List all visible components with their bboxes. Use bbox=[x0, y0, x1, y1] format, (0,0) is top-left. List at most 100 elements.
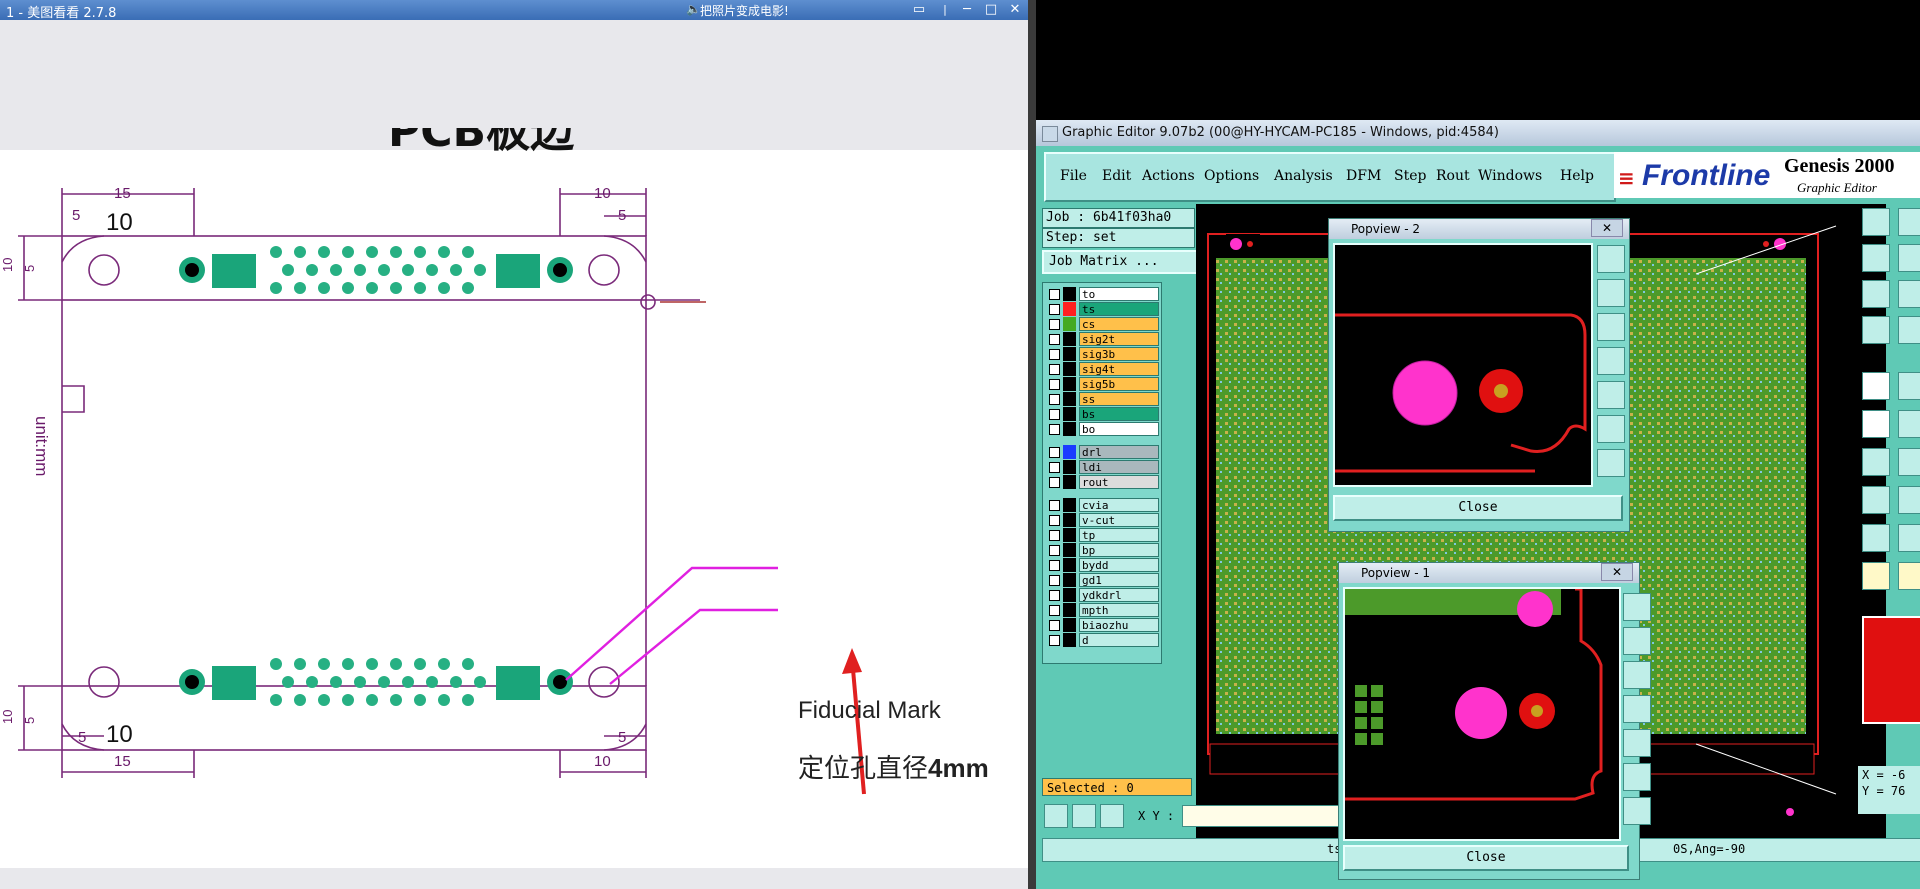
layer-color-swatch[interactable] bbox=[1063, 618, 1076, 632]
layer-checkbox[interactable] bbox=[1049, 304, 1060, 315]
pv1-tool-3-icon[interactable] bbox=[1623, 661, 1651, 689]
layer-row-cs[interactable]: cs bbox=[1047, 317, 1159, 332]
popview-1-x-button[interactable]: ✕ bbox=[1601, 563, 1633, 581]
pv2-tool-2-icon[interactable] bbox=[1597, 279, 1625, 307]
layer-checkbox[interactable] bbox=[1049, 545, 1060, 556]
popview-2-x-button[interactable]: ✕ bbox=[1591, 219, 1623, 237]
layer-color-swatch[interactable] bbox=[1063, 460, 1076, 474]
layer-color-swatch[interactable] bbox=[1063, 633, 1076, 647]
layer-color-swatch[interactable] bbox=[1063, 392, 1076, 406]
layer-color-swatch[interactable] bbox=[1063, 573, 1076, 587]
tool-angle-icon[interactable] bbox=[1862, 524, 1890, 552]
tool-net-icon[interactable] bbox=[1862, 410, 1890, 438]
pv1-tool-6-icon[interactable] bbox=[1623, 763, 1651, 791]
layer-name[interactable]: gd1 bbox=[1079, 573, 1159, 587]
tool-c-icon[interactable] bbox=[1898, 280, 1920, 308]
layer-color-swatch[interactable] bbox=[1063, 407, 1076, 421]
layer-row-cvia[interactable]: cvia bbox=[1047, 498, 1159, 513]
tool-pan-icon[interactable] bbox=[1862, 244, 1890, 272]
menu-help[interactable]: Help bbox=[1560, 168, 1594, 184]
layer-name[interactable]: sig3b bbox=[1079, 347, 1159, 361]
layer-name[interactable]: bs bbox=[1079, 407, 1159, 421]
pv1-tool-4-icon[interactable] bbox=[1623, 695, 1651, 723]
layer-checkbox[interactable] bbox=[1049, 515, 1060, 526]
layer-checkbox[interactable] bbox=[1049, 462, 1060, 473]
menu-step[interactable]: Step bbox=[1394, 168, 1427, 184]
menu-options[interactable]: Options bbox=[1204, 168, 1260, 184]
layer-row-to[interactable]: to bbox=[1047, 287, 1159, 302]
popview-2-title-bar[interactable]: Popview - 2 ✕ bbox=[1329, 219, 1629, 239]
layer-color-swatch[interactable] bbox=[1063, 603, 1076, 617]
layer-checkbox[interactable] bbox=[1049, 409, 1060, 420]
layer-row-tp[interactable]: tp bbox=[1047, 528, 1159, 543]
layer-name[interactable]: d bbox=[1079, 633, 1159, 647]
speaker-icon[interactable]: 🔈 bbox=[686, 2, 701, 16]
pv1-tool-5-icon[interactable] bbox=[1623, 729, 1651, 757]
popview-2-close-button[interactable]: Close bbox=[1333, 495, 1623, 521]
layer-name[interactable]: biaozhu bbox=[1079, 618, 1159, 632]
tool-k-icon[interactable] bbox=[1898, 562, 1920, 590]
layer-row-mpth[interactable]: mpth bbox=[1047, 603, 1159, 618]
menu-actions[interactable]: Actions bbox=[1142, 168, 1195, 184]
layer-checkbox[interactable] bbox=[1049, 500, 1060, 511]
layer-checkbox[interactable] bbox=[1049, 394, 1060, 405]
layer-checkbox[interactable] bbox=[1049, 605, 1060, 616]
layer-color-swatch[interactable] bbox=[1063, 475, 1076, 489]
layer-color-swatch[interactable] bbox=[1063, 513, 1076, 527]
layer-name[interactable]: ldi bbox=[1079, 460, 1159, 474]
tool-h-icon[interactable] bbox=[1898, 448, 1920, 476]
layer-row-d[interactable]: d bbox=[1047, 633, 1159, 648]
tool-i-icon[interactable] bbox=[1898, 486, 1920, 514]
layer-checkbox[interactable] bbox=[1049, 319, 1060, 330]
layer-checkbox[interactable] bbox=[1049, 289, 1060, 300]
tool-a-icon[interactable] bbox=[1898, 208, 1920, 236]
layer-row-sig5b[interactable]: sig5b bbox=[1047, 377, 1159, 392]
layer-row-ts[interactable]: ts bbox=[1047, 302, 1159, 317]
layer-color-swatch[interactable] bbox=[1063, 362, 1076, 376]
bottom-tool-2-icon[interactable] bbox=[1072, 804, 1096, 828]
layer-name[interactable]: ss bbox=[1079, 392, 1159, 406]
tool-b-icon[interactable] bbox=[1898, 244, 1920, 272]
layer-name[interactable]: sig5b bbox=[1079, 377, 1159, 391]
layer-color-swatch[interactable] bbox=[1063, 543, 1076, 557]
job-matrix-button[interactable]: Job Matrix ... bbox=[1042, 250, 1199, 274]
layer-row-bydd[interactable]: bydd bbox=[1047, 558, 1159, 573]
layer-checkbox[interactable] bbox=[1049, 575, 1060, 586]
layer-color-swatch[interactable] bbox=[1063, 287, 1076, 301]
bottom-tool-1-icon[interactable] bbox=[1044, 804, 1068, 828]
menu-windows[interactable]: Windows bbox=[1478, 168, 1543, 184]
layer-name[interactable]: cs bbox=[1079, 317, 1159, 331]
layer-name[interactable]: rout bbox=[1079, 475, 1159, 489]
layer-checkbox[interactable] bbox=[1049, 477, 1060, 488]
layer-name[interactable]: mpth bbox=[1079, 603, 1159, 617]
fullscreen-icon[interactable]: ▭ bbox=[912, 2, 926, 17]
layer-checkbox[interactable] bbox=[1049, 447, 1060, 458]
layer-checkbox[interactable] bbox=[1049, 349, 1060, 360]
menu-rout[interactable]: Rout bbox=[1436, 168, 1470, 184]
layer-row-ldi[interactable]: ldi bbox=[1047, 460, 1159, 475]
pv1-tool-7-icon[interactable] bbox=[1623, 797, 1651, 825]
viewer-title-bar[interactable]: 1 - 美图看看 2.7.8 把照片变成电影! 🔈 ▭ | ─ □ ✕ bbox=[0, 0, 1028, 21]
pv2-tool-7-icon[interactable] bbox=[1597, 449, 1625, 477]
layer-row-sig4t[interactable]: sig4t bbox=[1047, 362, 1159, 377]
menu-edit[interactable]: Edit bbox=[1102, 168, 1132, 184]
maximize-button[interactable]: □ bbox=[984, 2, 998, 17]
layer-color-swatch[interactable] bbox=[1063, 588, 1076, 602]
pv2-tool-3-icon[interactable] bbox=[1597, 313, 1625, 341]
popview-1-close-button[interactable]: Close bbox=[1343, 845, 1629, 871]
layer-checkbox[interactable] bbox=[1049, 590, 1060, 601]
tool-line-icon[interactable] bbox=[1862, 448, 1890, 476]
layer-row-drl[interactable]: drl bbox=[1047, 445, 1159, 460]
pv2-tool-5-icon[interactable] bbox=[1597, 381, 1625, 409]
pv2-tool-6-icon[interactable] bbox=[1597, 415, 1625, 443]
layer-row-rout[interactable]: rout bbox=[1047, 475, 1159, 490]
xy-input[interactable] bbox=[1182, 805, 1360, 827]
tool-e-icon[interactable] bbox=[1898, 316, 1920, 344]
tool-f-icon[interactable] bbox=[1898, 372, 1920, 400]
layer-checkbox[interactable] bbox=[1049, 560, 1060, 571]
layer-checkbox[interactable] bbox=[1049, 364, 1060, 375]
layer-name[interactable]: sig4t bbox=[1079, 362, 1159, 376]
layer-name[interactable]: bo bbox=[1079, 422, 1159, 436]
tool-g-icon[interactable] bbox=[1898, 410, 1920, 438]
layer-name[interactable]: ts bbox=[1079, 302, 1159, 316]
